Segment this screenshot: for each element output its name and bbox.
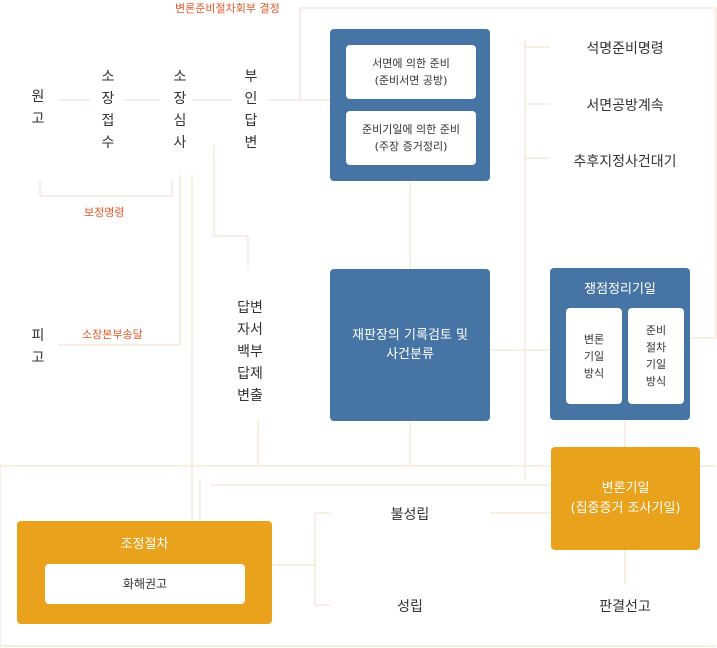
answer-submit-line-3: 백부 [237, 344, 263, 360]
service-label: 소장본부송달 [82, 328, 143, 341]
explain-order-label: 석명준비명령 [586, 41, 664, 57]
answer-submit-line-1: 답변 [237, 300, 263, 316]
review-label: 소장심사 [170, 66, 190, 154]
hearing-box: 변론기일 (집중증거 조사기일) [551, 447, 700, 550]
judgment-label: 판결선고 [599, 599, 651, 615]
issue-organizing-title: 쟁점정리기일 [584, 282, 656, 297]
defendant-label: 피고 [28, 325, 48, 369]
no-answer-text: 부인답변 [244, 69, 258, 151]
review-classification-text: 재판장의 기록검토 및 사건분류 [352, 328, 468, 362]
review-text: 소장심사 [173, 69, 187, 151]
preparation-box: 서면에 의한 준비 (준비서면 공방) 준비기일에 의한 준비 (주장 증거정리… [330, 29, 490, 181]
referral-decision-label: 변론준비절차회부 결정 [175, 2, 280, 15]
pending-case-label: 추후지정사건대기 [573, 154, 677, 170]
filing-label: 소장접수 [98, 66, 118, 154]
plaintiff-text: 원고 [31, 89, 45, 127]
answer-submit-line-2: 자서 [237, 322, 263, 338]
plaintiff-label: 원고 [28, 86, 48, 130]
written-exchange-label: 서면공방계속 [586, 98, 664, 114]
answer-submit-line-5: 변출 [237, 388, 263, 404]
mediation-box: 조정절차 화해권고 [17, 521, 272, 624]
filing-text: 소장접수 [101, 69, 115, 151]
issue-organizing-box: 쟁점정리기일 변론 기일 방식 준비 절차 기일 방식 [550, 268, 690, 420]
answer-submit-line-4: 답제 [237, 366, 263, 382]
written-preparation: 서면에 의한 준비 (준비서면 공방) [346, 45, 476, 99]
fail-label: 불성립 [390, 507, 430, 523]
prep-hearing-method: 준비 절차 기일 방식 [628, 308, 684, 404]
answer-submit-label: 답변 자서 백부 답제 변출 [230, 297, 270, 407]
correction-order-label: 보정명령 [84, 206, 125, 219]
defendant-text: 피고 [31, 328, 45, 366]
hearing-preparation: 준비기일에 의한 준비 (주장 증거정리) [346, 111, 476, 165]
mediation-title: 조정절차 [120, 537, 169, 552]
no-answer-label: 부인답변 [241, 66, 261, 154]
review-classification-box: 재판장의 기록검토 및 사건분류 [330, 269, 490, 421]
conciliation-recommendation: 화해권고 [45, 564, 245, 604]
success-label: 성립 [397, 599, 423, 615]
hearing-text: 변론기일 (집중증거 조사기일) [570, 480, 681, 516]
hearing-method: 변론 기일 방식 [566, 308, 622, 404]
